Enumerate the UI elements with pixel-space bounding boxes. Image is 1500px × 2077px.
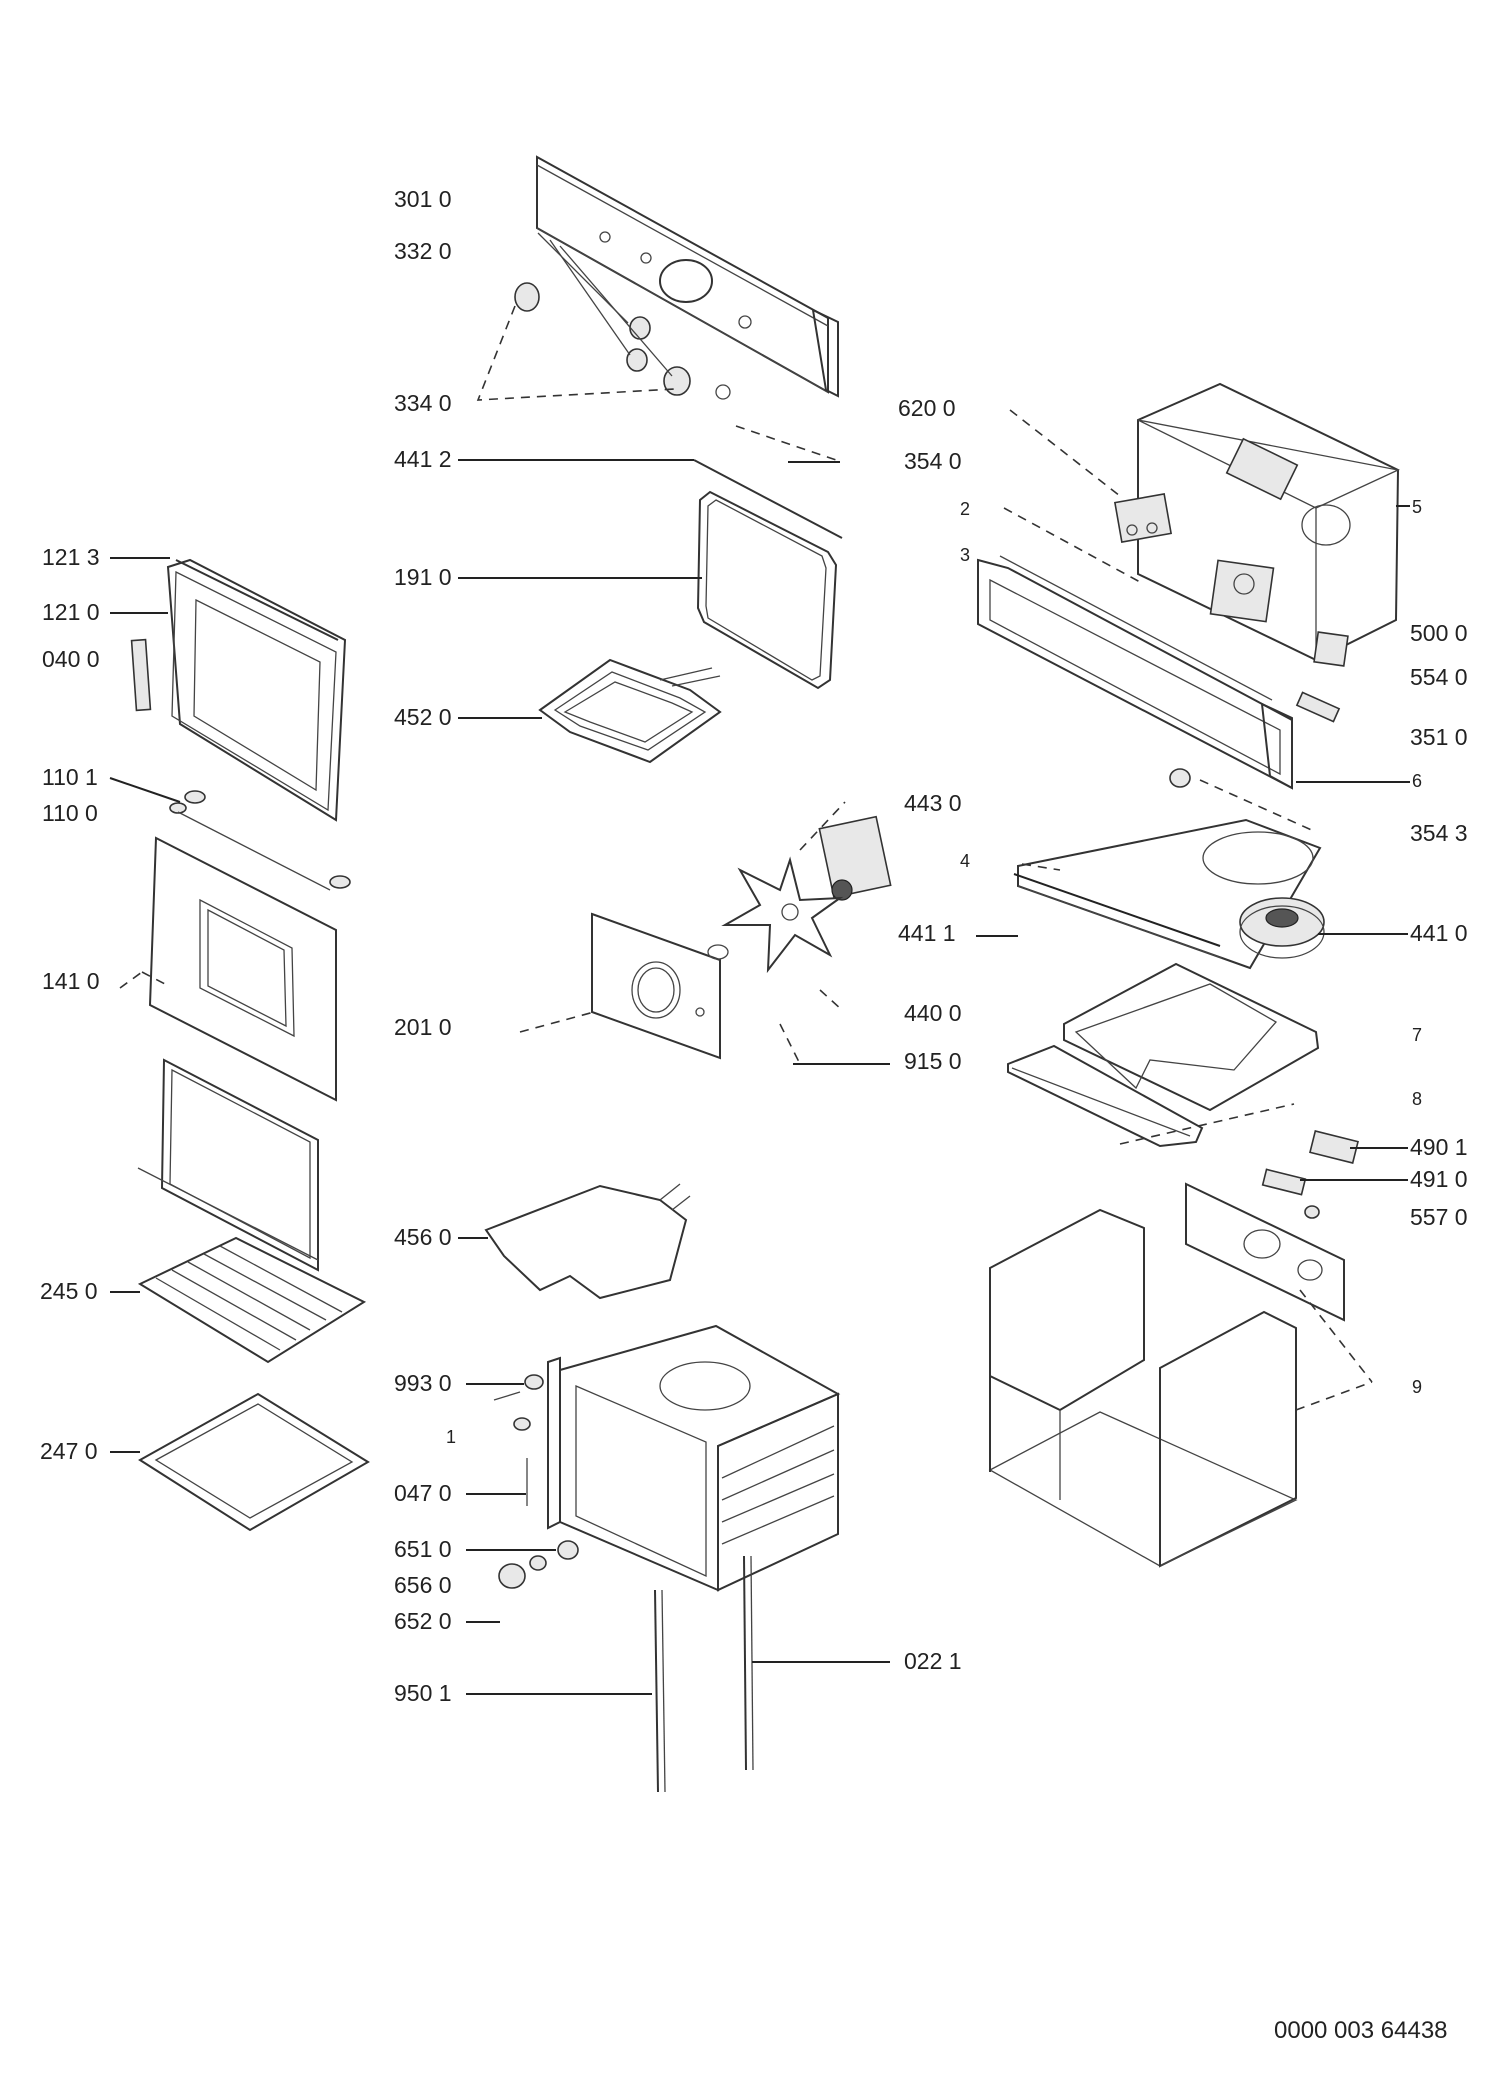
label-201-0: 201 0	[394, 1014, 452, 1040]
control-box-5	[1137, 382, 1401, 662]
label-110-0: 110 0	[42, 800, 98, 826]
timer-500	[1209, 559, 1275, 623]
label-354-0: 354 0	[904, 448, 962, 474]
grill-element-456	[484, 1183, 691, 1300]
label-121-3: 121 3	[42, 544, 100, 570]
oven-cavity	[547, 1324, 841, 1592]
inner-door-121	[166, 558, 347, 822]
outer-door-glass-141	[148, 836, 337, 1102]
fan-motor-443	[818, 815, 892, 901]
label-332-0: 332 0	[394, 238, 452, 264]
fan-cover-201	[591, 912, 721, 1060]
document-number: 0000 003 64438	[1274, 2017, 1448, 2044]
knob-354-3	[1169, 768, 1191, 788]
label-915-0: 915 0	[904, 1048, 962, 1074]
ref-8: 8	[1412, 1089, 1423, 1109]
label-620-0: 620 0	[898, 395, 956, 421]
knob-assembly-334	[476, 232, 731, 401]
small-parts-993	[493, 1374, 544, 1506]
fan-blade-440	[721, 801, 846, 1011]
label-652-0: 652 0	[394, 1608, 452, 1634]
ref-6: 6	[1412, 771, 1423, 791]
label-354-3: 354 3	[1410, 820, 1468, 846]
label-441-2: 441 2	[394, 446, 452, 472]
strip-022	[743, 1555, 754, 1771]
label-040-0: 040 0	[42, 646, 100, 672]
label-301-0: 301 0	[394, 186, 452, 212]
label-334-0: 334 0	[394, 390, 452, 416]
label-121-0: 121 0	[42, 599, 100, 625]
panel-7	[1063, 962, 1320, 1112]
strip-950	[654, 1589, 666, 1793]
screw-557	[1304, 1205, 1320, 1219]
hinges-110	[169, 790, 351, 891]
control-panel-301	[536, 155, 839, 398]
ref-5: 5	[1412, 497, 1423, 517]
housing-9	[988, 1182, 1345, 1568]
label-452-0: 452 0	[394, 704, 452, 730]
seal-441-2	[693, 459, 843, 539]
label-491-0: 491 0	[1410, 1166, 1468, 1192]
label-022-1: 022 1	[904, 1648, 962, 1674]
label-500-0: 500 0	[1410, 620, 1468, 646]
label-656-0: 656 0	[394, 1572, 452, 1598]
component-490	[1309, 1130, 1359, 1164]
cooling-fan-441	[1239, 897, 1325, 959]
label-351-0: 351 0	[1410, 724, 1468, 750]
label-047-0: 047 0	[394, 1480, 452, 1506]
label-441-0: 441 0	[1410, 920, 1468, 946]
front-frame-3	[977, 555, 1293, 790]
component-554	[1313, 631, 1349, 667]
ref-1: 1	[446, 1427, 457, 1447]
label-993-0: 993 0	[394, 1370, 452, 1396]
label-245-0: 245 0	[40, 1278, 98, 1304]
ref-9: 9	[1412, 1377, 1423, 1397]
label-191-0: 191 0	[394, 564, 452, 590]
label-443-0: 443 0	[904, 790, 962, 816]
label-440-0: 440 0	[904, 1000, 962, 1026]
cooling-plate-4	[1013, 818, 1322, 970]
ref-3: 3	[960, 545, 971, 565]
panel-8	[1007, 1044, 1204, 1148]
nut-915	[707, 944, 729, 960]
ref-4: 4	[960, 851, 971, 871]
leader-lines	[109, 409, 1410, 1695]
label-456-0: 456 0	[394, 1224, 452, 1250]
baking-tray-247	[138, 1392, 370, 1532]
switch-620	[1113, 493, 1173, 543]
inner-door-glass	[137, 1058, 319, 1272]
label-441-1: 441 1	[898, 920, 956, 946]
label-247-0: 247 0	[40, 1438, 98, 1464]
label-490-1: 490 1	[1410, 1134, 1468, 1160]
door-gasket-191	[696, 490, 838, 690]
component-351	[1295, 691, 1341, 723]
ref-2: 2	[960, 499, 971, 519]
lamp-assembly-651	[498, 1540, 579, 1589]
label-554-0: 554 0	[1410, 664, 1468, 690]
label-141-0: 141 0	[42, 968, 100, 994]
oven-rack-245	[137, 1236, 367, 1364]
label-557-0: 557 0	[1410, 1204, 1468, 1230]
label-950-1: 950 1	[394, 1680, 452, 1706]
terminal-491	[1261, 1168, 1307, 1196]
heating-element-452	[538, 658, 722, 764]
label-110-1: 110 1	[42, 764, 98, 790]
hinge-040	[130, 638, 152, 712]
ref-7: 7	[1412, 1025, 1423, 1045]
label-651-0: 651 0	[394, 1536, 452, 1562]
